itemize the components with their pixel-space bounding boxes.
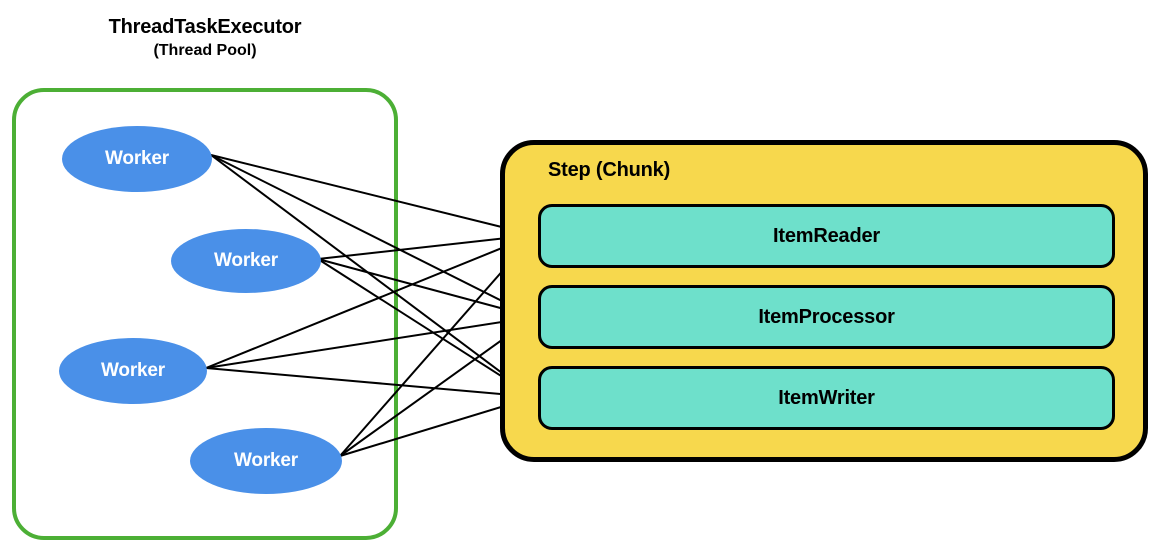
step-chunk-container: Step (Chunk) ItemReader ItemProcessor It… (500, 140, 1148, 462)
worker-node-2[interactable]: Worker (59, 338, 207, 404)
step-component-itemprocessor[interactable]: ItemProcessor (538, 285, 1115, 349)
worker-label: Worker (105, 148, 169, 169)
worker-node-0[interactable]: Worker (62, 126, 212, 192)
page-title: ThreadTaskExecutor (108, 16, 302, 38)
page-subtitle: (Thread Pool) (153, 42, 257, 59)
worker-label: Worker (101, 360, 165, 381)
worker-label: Worker (214, 250, 278, 271)
step-label: Step (Chunk) (548, 159, 671, 181)
worker-label: Worker (234, 450, 298, 471)
executor-title-block: ThreadTaskExecutor (Thread Pool) (12, 14, 398, 62)
step-component-itemreader[interactable]: ItemReader (538, 204, 1115, 268)
step-component-itemwriter[interactable]: ItemWriter (538, 366, 1115, 430)
worker-node-1[interactable]: Worker (171, 229, 321, 293)
worker-node-3[interactable]: Worker (190, 428, 342, 494)
